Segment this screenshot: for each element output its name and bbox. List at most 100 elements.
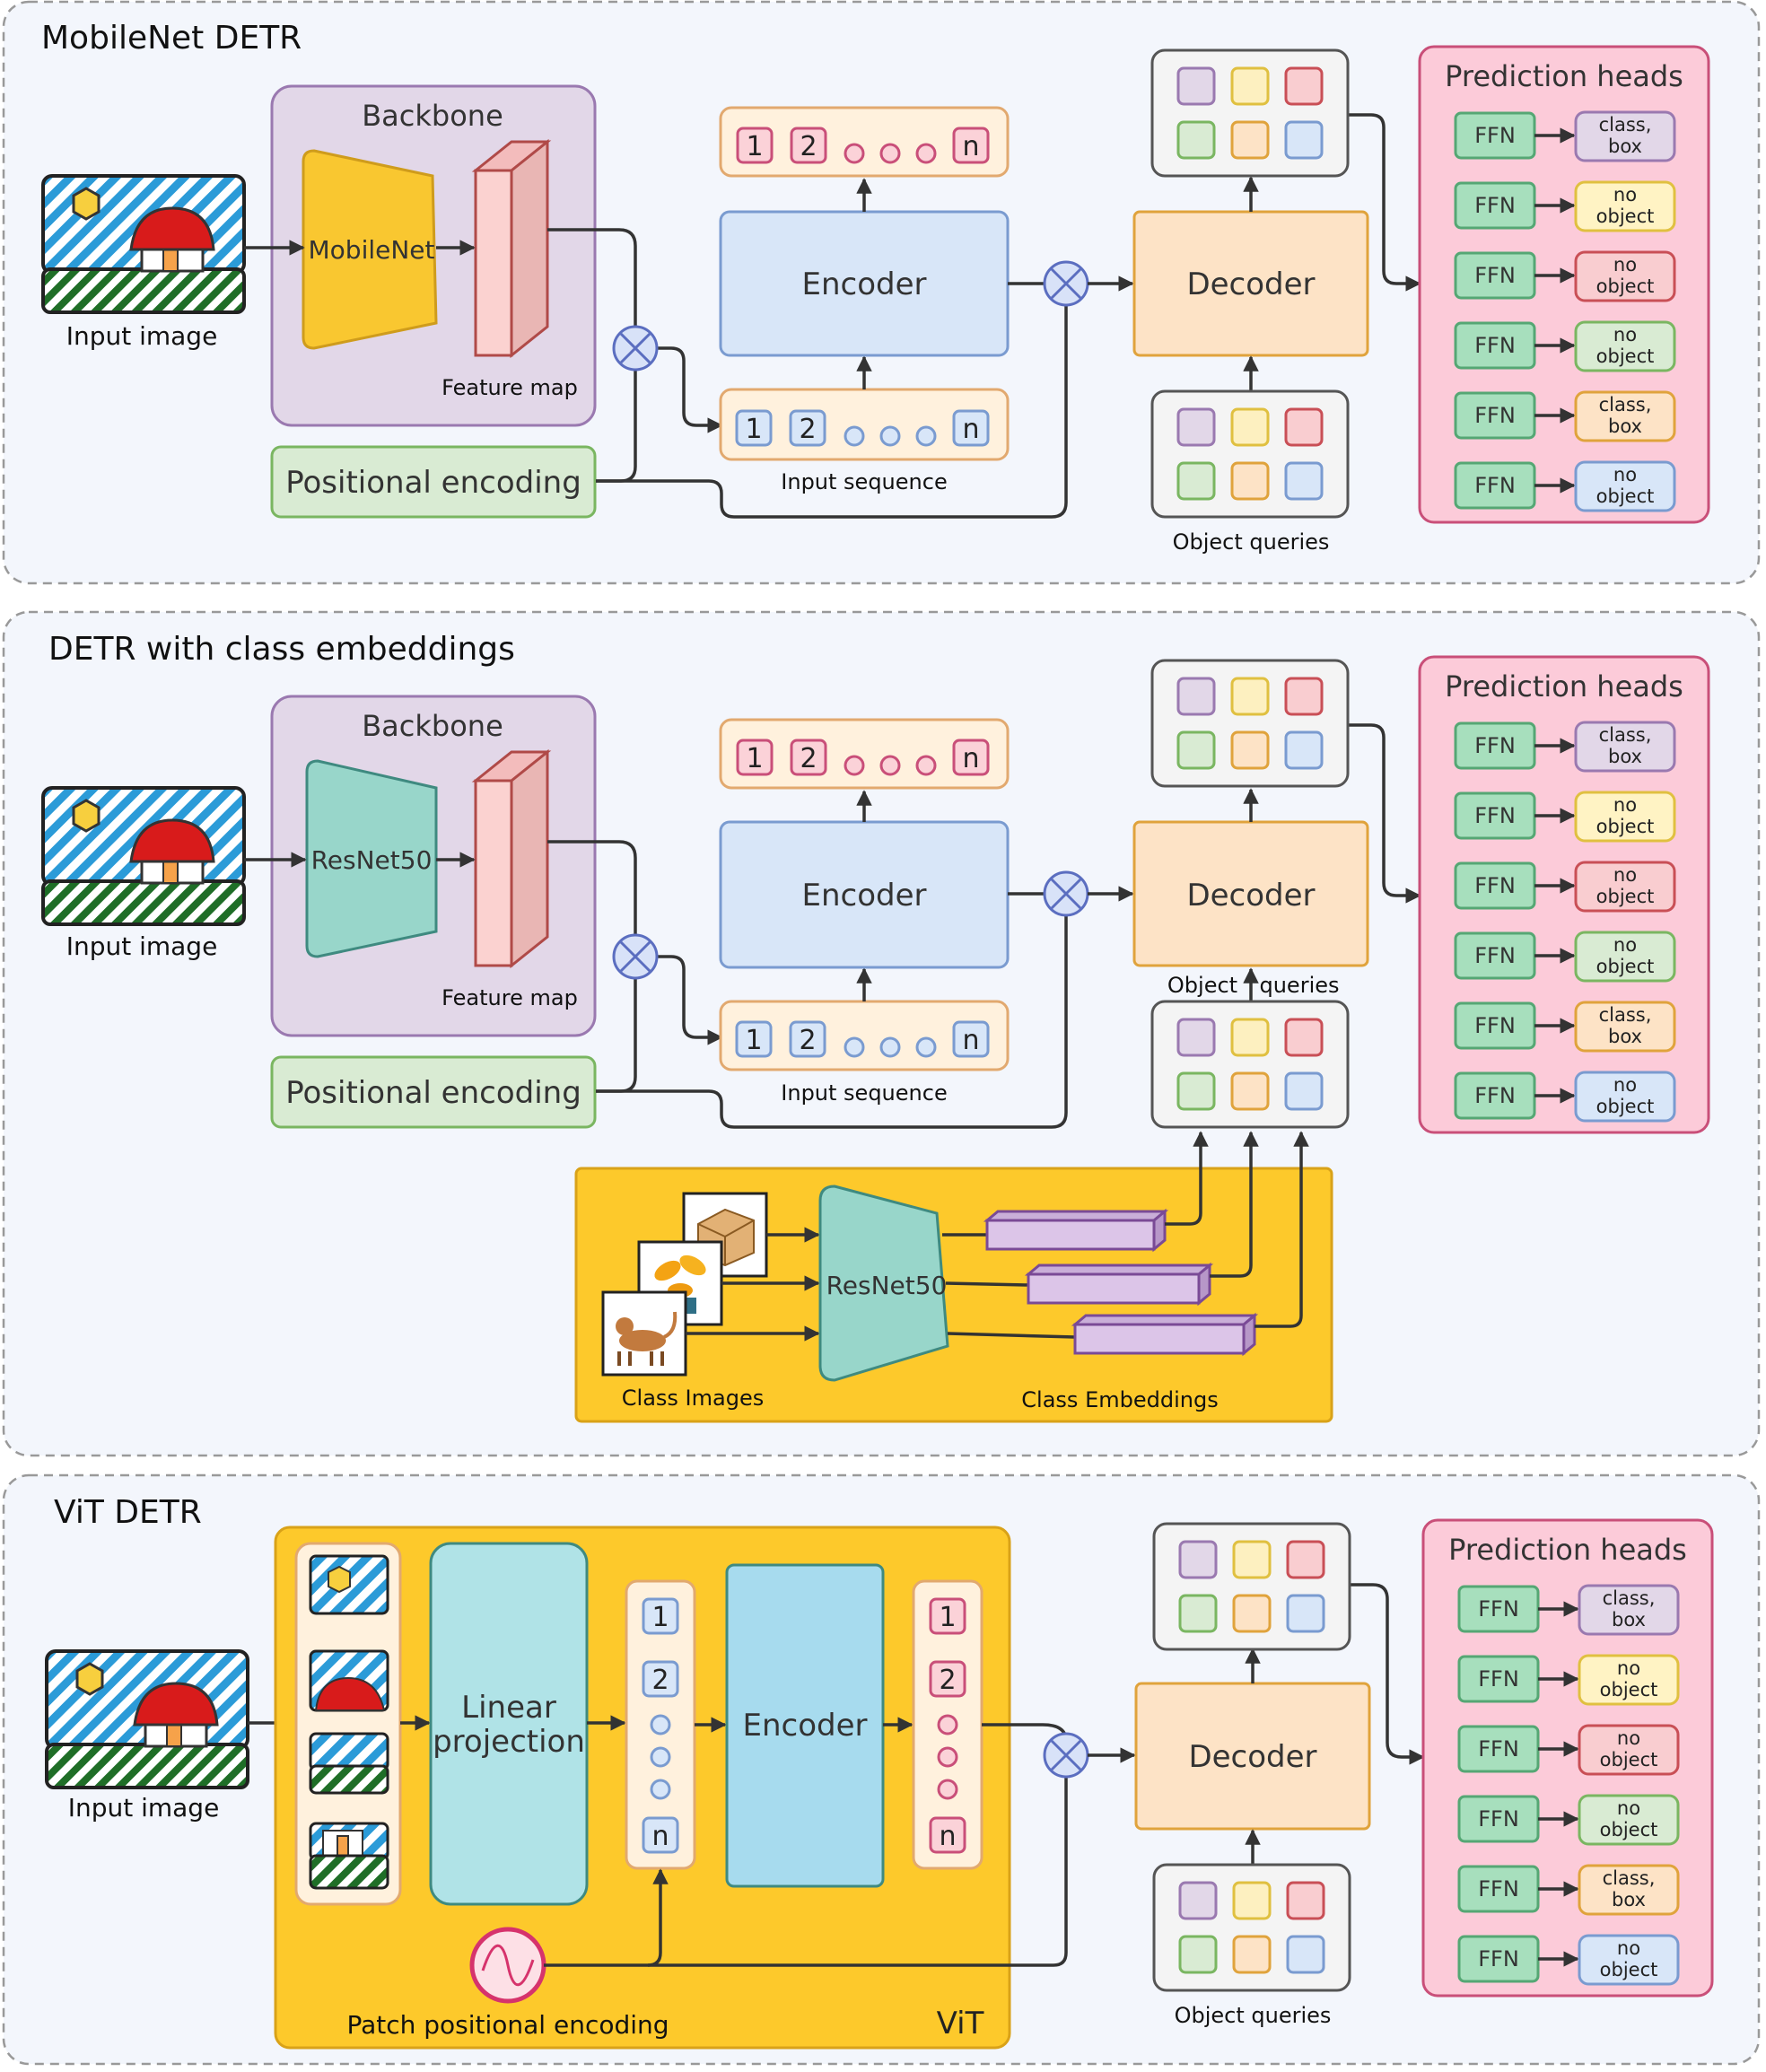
head-output-line1: no (1613, 254, 1637, 275)
out-token-n: n (962, 131, 979, 162)
ffn-label: FFN (1474, 263, 1516, 288)
object-query-token (1178, 1881, 1218, 1920)
object-query-token (1178, 1594, 1218, 1633)
input-sequence-caption: Input sequence (781, 469, 947, 494)
token-2: 2 (799, 414, 816, 445)
resnet50-label: ResNet50 (311, 845, 433, 875)
object-query-token (1230, 677, 1270, 716)
object-query-token (1284, 1018, 1324, 1057)
object-queries-caption-b: queries (1259, 973, 1339, 998)
token-1: 1 (651, 1602, 669, 1633)
object-query-token (1232, 1881, 1272, 1920)
mobilenet-label: MobileNet (309, 235, 435, 265)
ffn-label: FFN (1478, 1596, 1519, 1622)
head-output-line1: no (1617, 1797, 1640, 1819)
patch-2 (309, 1649, 389, 1712)
head-output-line2: box (1608, 136, 1642, 157)
object-query-token (1232, 1935, 1272, 1974)
ffn-label: FFN (1474, 403, 1516, 428)
head-output-box (1574, 180, 1676, 232)
head-output-line2: box (1608, 415, 1642, 437)
head-output-line2: object (1600, 1819, 1658, 1840)
head-output-box (1574, 1071, 1676, 1123)
ffn-label: FFN (1474, 473, 1516, 498)
head-output-line2: box (1612, 1609, 1646, 1630)
head-output-box (1574, 861, 1676, 913)
backbone-title: Backbone (362, 709, 503, 743)
class-embedding-bar (1024, 1262, 1214, 1307)
head-output-line1: class, (1599, 1004, 1652, 1026)
prediction-heads-title: Prediction heads (1445, 669, 1683, 704)
ffn-label: FFN (1474, 943, 1516, 968)
patch-3 (309, 1732, 389, 1795)
head-output-line2: box (1608, 1026, 1642, 1047)
input-image (45, 1649, 249, 1789)
multiply-circle (612, 325, 659, 372)
token-n: n (962, 414, 979, 445)
head-output-box (1574, 460, 1676, 512)
head-output-box (1578, 1934, 1680, 1986)
object-query-token (1286, 1881, 1325, 1920)
head-output-line1: class, (1603, 1867, 1656, 1889)
head-output-line1: no (1613, 864, 1637, 886)
head-output-box (1578, 1724, 1680, 1776)
feature-map-caption: Feature map (442, 375, 578, 400)
head-output-line2: object (1596, 345, 1655, 367)
panel-detr-class-embeddings: DETR with class embeddings Input image B… (2, 610, 1761, 1457)
token-1: 1 (745, 414, 762, 445)
object-query-token (1284, 120, 1324, 160)
token-2: 2 (799, 1025, 816, 1056)
feature-map-caption: Feature map (442, 985, 578, 1010)
ffn-label: FFN (1474, 193, 1516, 218)
out-token-n: n (962, 743, 979, 774)
ffn-label: FFN (1474, 803, 1516, 828)
head-output-line1: class, (1599, 394, 1652, 415)
object-query-token (1230, 461, 1270, 501)
object-query-token (1178, 1540, 1218, 1579)
class-embedding-bar (1071, 1312, 1259, 1357)
class-embedding-bar (983, 1208, 1169, 1253)
patch-positional-encoding-label: Patch positional encoding (346, 2010, 669, 2040)
object-query-grid (1152, 1863, 1351, 1992)
feature-map-block (471, 138, 552, 359)
object-query-token (1176, 1018, 1216, 1057)
head-output-line2: object (1600, 1679, 1658, 1700)
object-query-token (1232, 1540, 1272, 1579)
head-output-line2: object (1596, 205, 1655, 227)
object-query-token (1230, 1071, 1270, 1111)
head-output-box (1574, 721, 1676, 773)
decoder-label: Decoder (1186, 878, 1315, 914)
input-sequence: 1 2 n (719, 388, 1010, 461)
head-output-box (1578, 1654, 1680, 1706)
multiply-circle (612, 933, 659, 980)
object-query-token (1286, 1594, 1325, 1633)
object-query-token (1232, 1594, 1272, 1633)
encoder-label: Encoder (801, 267, 926, 302)
object-query-token (1176, 120, 1216, 160)
head-output-box (1574, 1001, 1676, 1053)
encoder-label: Encoder (801, 878, 926, 914)
head-output-line1: class, (1603, 1587, 1656, 1609)
head-output-line1: no (1617, 1937, 1640, 1959)
head-output-line2: object (1596, 886, 1655, 907)
object-query-token (1230, 120, 1270, 160)
ffn-label: FFN (1474, 873, 1516, 898)
prediction-head-row: FFN class,box (1454, 390, 1676, 442)
linear-projection-label-a: Linear (461, 1690, 556, 1726)
backbone-title: Backbone (362, 99, 503, 133)
object-query-grid (1150, 389, 1350, 519)
object-query-grid (1150, 659, 1350, 788)
input-image-caption: Input image (66, 321, 218, 351)
head-output-line1: class, (1599, 724, 1652, 746)
